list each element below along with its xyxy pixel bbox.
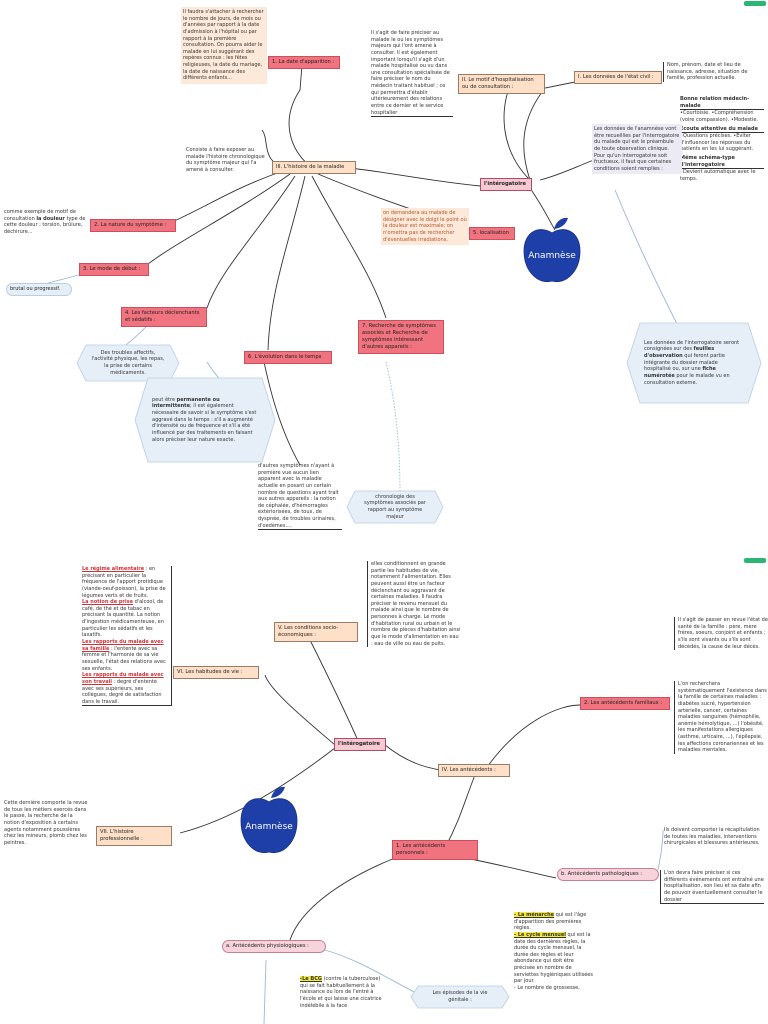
familiaux-note1: Il s'agit de passer en revue l'état de s…: [674, 617, 768, 651]
apple-label: Anamnèse: [245, 822, 293, 832]
cycle-heading: - Le cycle mensuel: [514, 931, 566, 938]
regime-heading: Le régime alimentaire: [82, 566, 145, 572]
evolution-note-b: permanente ou intermittente: [152, 396, 220, 410]
evolution-note-c: ; il est également nécessaire de savoir …: [152, 403, 257, 443]
ecoute-title: Ecoute attentive du malade: [680, 126, 764, 134]
patho-note2: L'on devra faire préciser si ces différe…: [660, 870, 764, 905]
relation-title: Bonne relation médecin-malade: [680, 96, 764, 111]
apple-label: Anamnèse: [528, 251, 576, 261]
episodes-label: Les épisodes de la vie génitale :: [432, 990, 488, 1003]
schema-title: Même schéma-type d'interrogatoire: [680, 155, 764, 170]
nature-note-c: type de cette douleur : torsion, brûlure…: [4, 215, 86, 235]
node-etat-civil[interactable]: I. Les données de l'état civil :: [574, 71, 662, 85]
corner-badge: [744, 1, 766, 6]
evolution-note-a: peut être: [152, 396, 177, 403]
node-motif[interactable]: II. Le motif d'hospitalisation ou de con…: [458, 74, 545, 95]
menarche-text: qui est l'âge d'apparition des premières…: [514, 912, 587, 932]
bcg-note: -Le BCG (contre la tuberculose) qui se f…: [300, 976, 386, 1009]
apple-icon: [523, 217, 581, 283]
histoire-note: Consiste à faire exposer au malade l'his…: [186, 147, 265, 173]
feuilles-note-a: Les données de l'interrogatoire seront c…: [644, 339, 740, 353]
schema-items: •Devient automatique avec le temps.: [680, 169, 756, 183]
date-note: Il faudra s'attacher à rechercher le nom…: [181, 7, 267, 85]
prise-text: d'alcool, de café, de thé et de tabac en…: [82, 599, 164, 639]
evolution-note: peut être permanente ou intermittente; i…: [152, 397, 258, 443]
apple-anamnese-top[interactable]: Anamnèse: [520, 215, 584, 287]
feuilles-note: Les données de l'interrogatoire seront c…: [644, 340, 744, 386]
corner-badge: [744, 558, 766, 563]
episodes-hex: Les épisodes de la vie génitale :: [410, 985, 510, 1009]
grossesse-text: - Le nombre de grossesse,: [514, 985, 580, 992]
motif-note: Il s'agit de faire préciser au malade le…: [371, 30, 453, 118]
socio-note: elles conditionnent en grande partie les…: [367, 561, 461, 648]
node-localisation[interactable]: 5. localisation: [469, 227, 515, 241]
feuilles-b1: feuilles d'observation: [644, 346, 715, 360]
etat-civil-note: Nom, prénom, date et lieu de naissance, …: [663, 62, 761, 82]
conditions-list: Bonne relation médecin-malade •Courtoisi…: [680, 96, 764, 183]
travail-heading: Les rapports du malade avec son travail: [82, 672, 164, 685]
regime-text: : en précisant en particulier la fréquen…: [82, 566, 166, 599]
node-profession[interactable]: VII. L'histoire professionnelle :: [96, 826, 172, 847]
localisation-note: on demandera au malade de désigner avec …: [381, 208, 469, 246]
node-interrogatoire[interactable]: l'intérogatoire: [480, 178, 532, 192]
node-familiaux[interactable]: 2. Les antécédents familiaux :: [580, 697, 670, 711]
chrono-hex: chronologie des symptômes associés par r…: [346, 490, 444, 524]
habitudes-notes: Le régime alimentaire : en précisant en …: [82, 566, 172, 707]
node-physiologiques[interactable]: a. Antécédents physiologiques :: [222, 940, 326, 954]
feuilles-note-d: pour le malade vu en consultation extern…: [644, 372, 730, 386]
mode-note: brutal ou progressif.: [6, 283, 72, 296]
node-date-apparition[interactable]: 1. La date d'apparition :: [268, 56, 340, 70]
chrono-note: chronologie des symptômes associés par r…: [364, 493, 426, 520]
nature-note: comme exemple de motif de consultation l…: [4, 209, 88, 236]
travail-text: : degré d'entente avec ses supérieurs, s…: [82, 678, 162, 705]
node-nature[interactable]: 2. La nature du symptôme :: [90, 219, 176, 233]
ecoute-items: •Questions précises. •Eviter d'influence…: [680, 133, 754, 153]
cycle-text: qui est la date des dernières règles, la…: [514, 931, 593, 985]
apple-icon: [240, 786, 298, 854]
nature-note-b: la douleur: [36, 215, 65, 222]
node-socio[interactable]: V. Les conditions socio-économiques :: [274, 622, 358, 643]
node-histoire[interactable]: III. L'histoire de la maladie: [272, 161, 356, 175]
node-habitudes[interactable]: VI. Les habitudes de vie :: [173, 666, 259, 680]
interrogatoire-note: Les données de l'anamnèse vont être recu…: [592, 124, 682, 175]
facteurs-hex: Des troubles affectifs, l'activité physi…: [76, 344, 180, 382]
feuilles-b2: fiche numérotée: [644, 366, 716, 379]
node-facteurs[interactable]: 4. Les facteurs déclenchants et sédatifs…: [121, 307, 207, 328]
prise-heading: La notion de prise: [82, 599, 133, 606]
node-interrogatoire-bottom[interactable]: l'intérogatoire: [334, 738, 386, 752]
feuilles-note-c: qui feront partie intégrante du dossier …: [644, 353, 725, 373]
bcg-heading: -Le BCG: [300, 976, 322, 982]
facteurs-note: Des troubles affectifs, l'activité physi…: [91, 349, 165, 376]
famille-text: : l'entente avec sa femme et l'harmonie …: [82, 645, 166, 672]
genital-notes: - La ménarche qui est l'âge d'apparition…: [514, 912, 596, 992]
node-antecedents[interactable]: IV. Les antécédents :: [438, 764, 510, 778]
bcg-text: (contre la tuberculose) qui se fait habi…: [300, 976, 382, 1009]
apple-anamnese-bottom[interactable]: Anamnèse: [237, 784, 301, 858]
familiaux-note2: L'on recherchera systématiquement l'exis…: [674, 681, 768, 755]
profession-note: Cette dernière comporte la revue de tous…: [4, 800, 88, 846]
famille-heading: Les rapports du malade avec sa famille: [82, 639, 164, 652]
node-pathologiques[interactable]: b. Antécédents pathologiques :: [557, 868, 659, 882]
node-recherche[interactable]: 7. Recherche de symptômes associés et Re…: [358, 320, 444, 355]
node-evolution[interactable]: 6. L'évolution dans le temps: [244, 351, 332, 365]
menarche-heading: - La ménarche: [514, 912, 555, 918]
relation-items: •Courtoisie. •Compréhension (voire compa…: [680, 110, 759, 123]
autres-note: d'autres symptômes n'ayant à première vu…: [258, 463, 342, 531]
patho-note1: Ils doivent comporter la récapitulation …: [664, 827, 760, 847]
nature-note-a: comme exemple de motif de consultation: [4, 209, 76, 222]
feuilles-hex: Les données de l'interrogatoire seront c…: [626, 322, 762, 404]
node-mode-debut[interactable]: 3. Le mode de début :: [79, 263, 149, 277]
node-personnels[interactable]: 1. Les antécédents personnels :: [392, 840, 478, 861]
evolution-hex: peut être permanente ou intermittente; i…: [134, 377, 276, 463]
